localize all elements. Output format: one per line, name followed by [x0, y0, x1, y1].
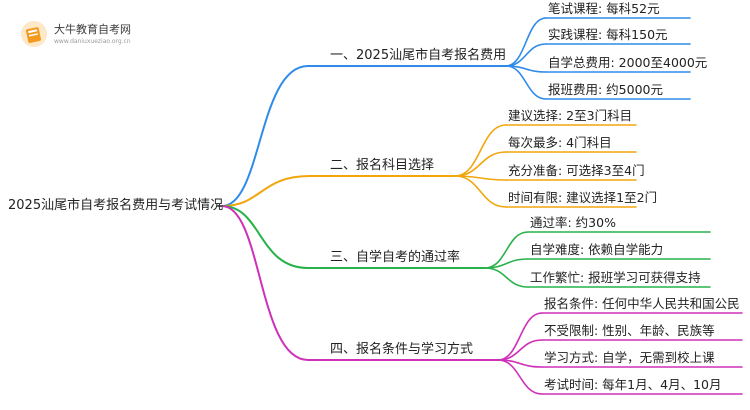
site-logo[interactable]: 大牛教育自考网 www.daniuxueziao.org.cn [14, 14, 134, 54]
leaf-topic: 笔试课程: 每科52元 [548, 1, 660, 16]
leaf-connector [505, 43, 547, 67]
leaf-connector [497, 339, 543, 361]
leaf-topic: 自学总费用: 2000至4000元 [548, 55, 708, 70]
leaf-topic: 自学难度: 依赖自学能力 [530, 242, 664, 257]
leaf-connector [497, 312, 543, 361]
logo-title: 大牛教育自考网 [54, 23, 131, 36]
leaf-topic: 充分准备: 可选择3至4门 [508, 163, 645, 178]
branch-connector [221, 65, 309, 207]
leaf-topic: 每次最多: 4门科目 [508, 135, 612, 150]
branch-topic: 四、报名条件与学习方式 [330, 342, 474, 357]
leaf-topic: 学习方式: 自学，无需到校上课 [544, 350, 715, 365]
leaf-connector [505, 17, 547, 67]
leaf-connector [454, 151, 507, 177]
logo-url: www.daniuxueziao.org.cn [54, 38, 131, 45]
leaf-topic: 不受限制: 性别、年龄、民族等 [544, 323, 715, 338]
leaf-connector [454, 124, 507, 177]
leaf-topic: 报名条件: 任何中华人民共和国公民 [544, 296, 740, 311]
leaf-connector [505, 65, 547, 100]
branch-connector [221, 175, 311, 207]
leaf-topic: 建议选择: 2至3门科目 [508, 108, 633, 123]
leaf-topic: 实践课程: 每科150元 [548, 27, 668, 42]
branch-connector [221, 205, 309, 269]
leaf-topic: 时间有限: 建议选择1至2门 [508, 190, 658, 205]
branch-topic: 二、报名科目选择 [330, 158, 435, 173]
leaf-connector [484, 231, 529, 269]
branch-topic: 三、自学自考的通过率 [330, 250, 461, 265]
root-topic: 2025汕尾市自考报名费用与考试情况 [8, 198, 224, 213]
leaf-topic: 报班费用: 约5000元 [548, 82, 663, 97]
book-logo-icon [21, 21, 47, 47]
leaf-topic: 工作繁忙: 报班学习可获得支持 [530, 270, 701, 285]
branch-topic: 一、2025汕尾市自考报名费用 [330, 48, 507, 63]
leaf-connector [484, 267, 529, 288]
leaf-connector [497, 359, 543, 395]
leaf-connector [454, 175, 507, 208]
branch-connector [221, 205, 309, 361]
leaf-topic: 考试时间: 每年1月、4月、10月 [544, 377, 722, 392]
leaf-topic: 通过率: 约30% [530, 215, 616, 230]
